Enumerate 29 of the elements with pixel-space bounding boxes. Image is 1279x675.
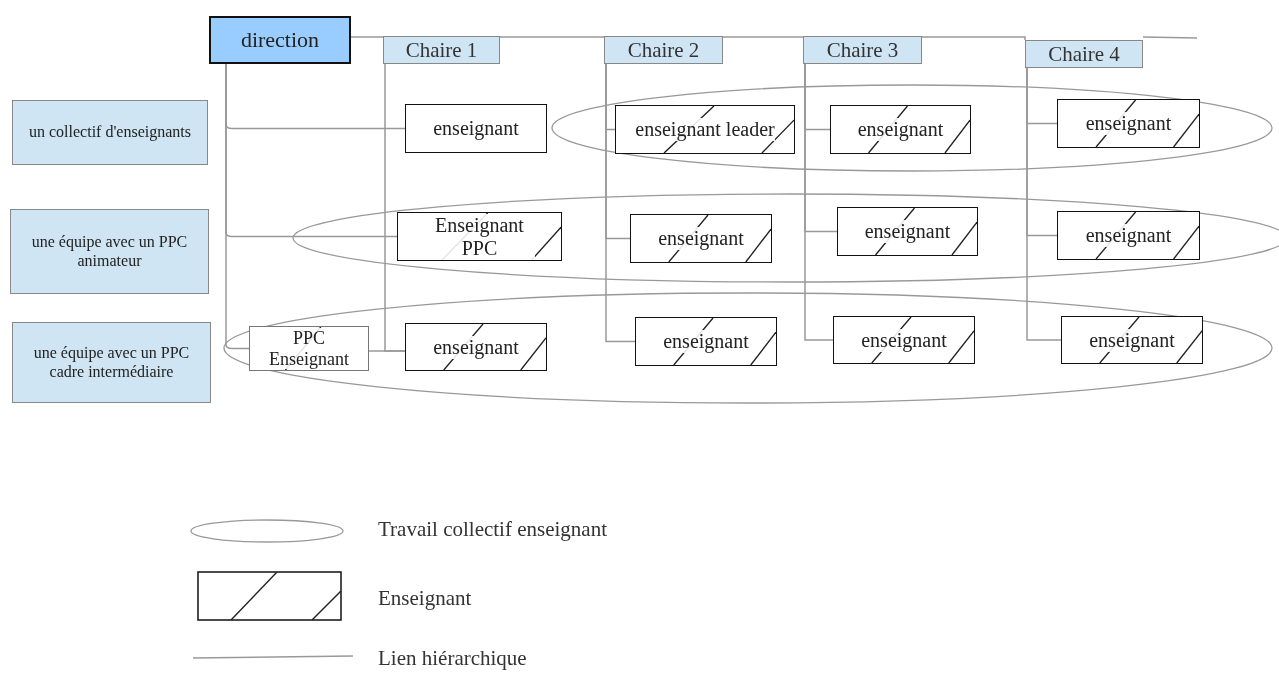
category-box: un collectif d'enseignants bbox=[12, 100, 208, 165]
hatched-teacher-box: enseignant bbox=[1061, 316, 1203, 364]
legend-label: Lien hiérarchique bbox=[378, 646, 527, 671]
hierarchy-line bbox=[605, 63, 636, 343]
hatched-teacher-box: enseignant bbox=[833, 316, 975, 364]
teacher-box: enseignant bbox=[405, 104, 547, 153]
hierarchy-line bbox=[1026, 67, 1062, 341]
hierarchy-line bbox=[384, 63, 406, 352]
hatched-teacher-box: enseignant bbox=[1057, 211, 1200, 260]
hierarchy-line bbox=[804, 63, 834, 341]
hatched-teacher-box: enseignant bbox=[1057, 99, 1200, 148]
director-box: direction bbox=[209, 16, 351, 64]
hierarchy-line bbox=[225, 63, 250, 350]
hatched-teacher-box: enseignant bbox=[635, 317, 777, 366]
hatched-teacher-box: enseignant leader bbox=[615, 105, 795, 154]
category-box: une équipe avec un PPC animateur bbox=[10, 209, 209, 294]
hatched-teacher-box: Enseignant PPC bbox=[397, 212, 562, 261]
hatched-teacher-box: PPC Enseignant bbox=[249, 326, 369, 371]
column-header-box: Chaire 3 bbox=[803, 36, 922, 64]
column-header-box: Chaire 1 bbox=[383, 36, 500, 64]
hatched-teacher-box: enseignant bbox=[830, 105, 971, 154]
hatched-teacher-box: enseignant bbox=[837, 207, 978, 256]
legend-label: Travail collectif enseignant bbox=[378, 517, 607, 542]
legend-label: Enseignant bbox=[378, 586, 472, 611]
hatched-teacher-box: enseignant bbox=[405, 323, 547, 371]
hatched-teacher-box: enseignant bbox=[630, 214, 772, 263]
category-box: une équipe avec un PPC cadre intermédiaire bbox=[12, 322, 211, 403]
column-header-box: Chaire 4 bbox=[1025, 40, 1143, 68]
column-header-box: Chaire 2 bbox=[604, 36, 723, 64]
